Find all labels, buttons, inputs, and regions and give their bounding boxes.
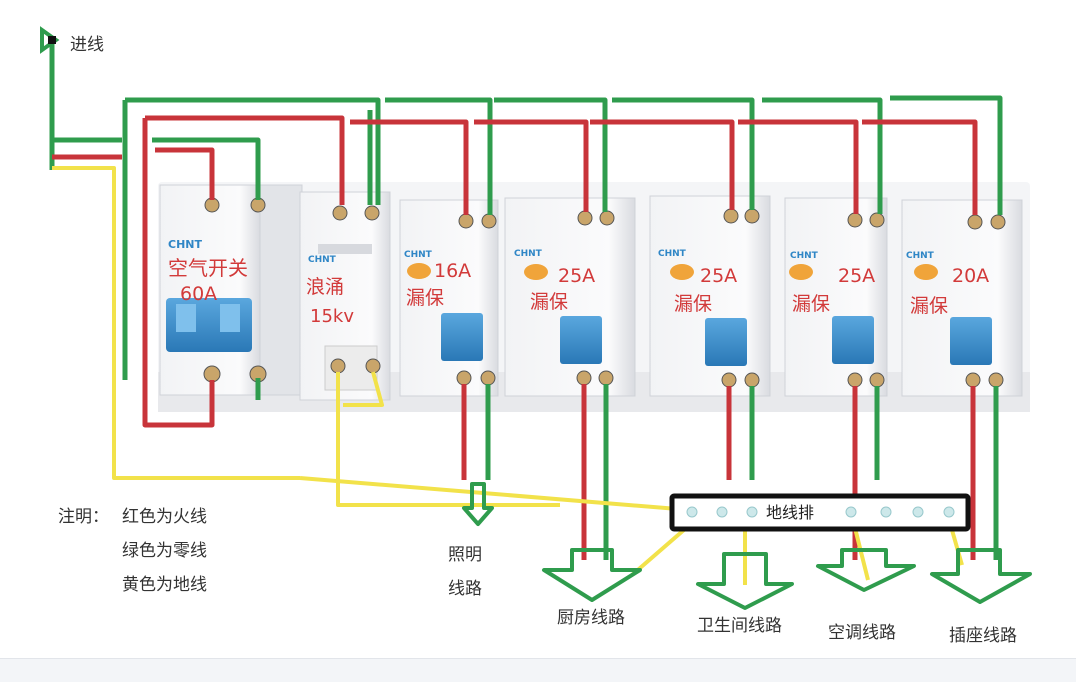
rcd3-name: 漏保 <box>674 293 712 315</box>
rcd2-brand: CHNT <box>514 249 543 259</box>
rcd-module-2[interactable] <box>504 197 636 397</box>
aircon-label: 空调线路 <box>828 623 896 643</box>
rcd2-rating: 25A <box>558 265 595 287</box>
bathroom-label: 卫生间线路 <box>697 616 782 636</box>
lighting-label-1: 照明 <box>448 545 482 565</box>
live-wires <box>52 115 978 560</box>
test-button[interactable] <box>524 264 548 280</box>
rcd4-brand: CHNT <box>790 251 819 261</box>
bathroom-arrow <box>696 552 794 610</box>
kitchen-arrow <box>542 548 642 602</box>
rcd-handle-2[interactable] <box>560 316 602 364</box>
note-neutral: 绿色为零线 <box>122 541 207 561</box>
surge-name: 浪涌 <box>306 276 344 298</box>
rcd2-name: 漏保 <box>530 291 568 313</box>
sockets-arrow <box>930 548 1032 604</box>
ground-bar-label: 地线排 <box>766 503 814 522</box>
incoming-arrow <box>40 26 60 54</box>
lighting-label-2: 线路 <box>448 579 482 599</box>
incoming-label: 进线 <box>70 35 104 55</box>
rcd4-name: 漏保 <box>792 293 830 315</box>
rcd4-rating: 25A <box>838 265 875 287</box>
test-button[interactable] <box>789 264 813 280</box>
rcd-handle-3[interactable] <box>705 318 747 366</box>
rcd-module-3[interactable] <box>649 195 771 397</box>
text-labels: 进线 CHNT 空气开关 60A CHNT 浪涌 15kv CHNT 16A 漏… <box>58 35 1017 646</box>
aircon-arrow <box>816 548 916 592</box>
note-live: 红色为火线 <box>122 507 207 527</box>
main-rating: 60A <box>180 283 217 305</box>
note-ground: 黄色为地线 <box>122 575 207 595</box>
bottom-bar <box>0 658 1076 682</box>
rcd1-rating: 16A <box>434 260 471 282</box>
rcd-handle-4[interactable] <box>832 316 874 364</box>
rcd1-brand: CHNT <box>404 250 433 260</box>
main-brand: CHNT <box>168 238 202 251</box>
rcd-handle-1[interactable] <box>441 313 483 361</box>
rcd5-name: 漏保 <box>910 295 948 317</box>
rcd-module-1[interactable] <box>399 199 499 397</box>
rcd-module-5[interactable] <box>901 199 1023 397</box>
rcd-handle-5[interactable] <box>950 317 992 365</box>
test-button[interactable] <box>914 264 938 280</box>
test-button[interactable] <box>670 264 694 280</box>
rcd3-brand: CHNT <box>658 249 687 259</box>
ground-bar <box>669 493 971 532</box>
rcd5-brand: CHNT <box>906 251 935 261</box>
rcd3-rating: 25A <box>700 265 737 287</box>
surge-brand: CHNT <box>308 255 337 265</box>
rcd1-name: 漏保 <box>406 287 444 309</box>
lighting-arrow <box>462 482 494 526</box>
kitchen-label: 厨房线路 <box>557 608 625 628</box>
test-button[interactable] <box>407 263 431 279</box>
output-arrows <box>462 482 1032 610</box>
neutral-wires <box>49 38 1003 560</box>
rcd-module-4[interactable] <box>784 197 888 397</box>
surge-protector[interactable] <box>299 191 391 401</box>
rcd5-rating: 20A <box>952 265 989 287</box>
sockets-label: 插座线路 <box>949 626 1017 646</box>
notes-prefix: 注明： <box>58 507 109 527</box>
main-name: 空气开关 <box>168 256 248 280</box>
surge-rating: 15kv <box>310 306 354 327</box>
